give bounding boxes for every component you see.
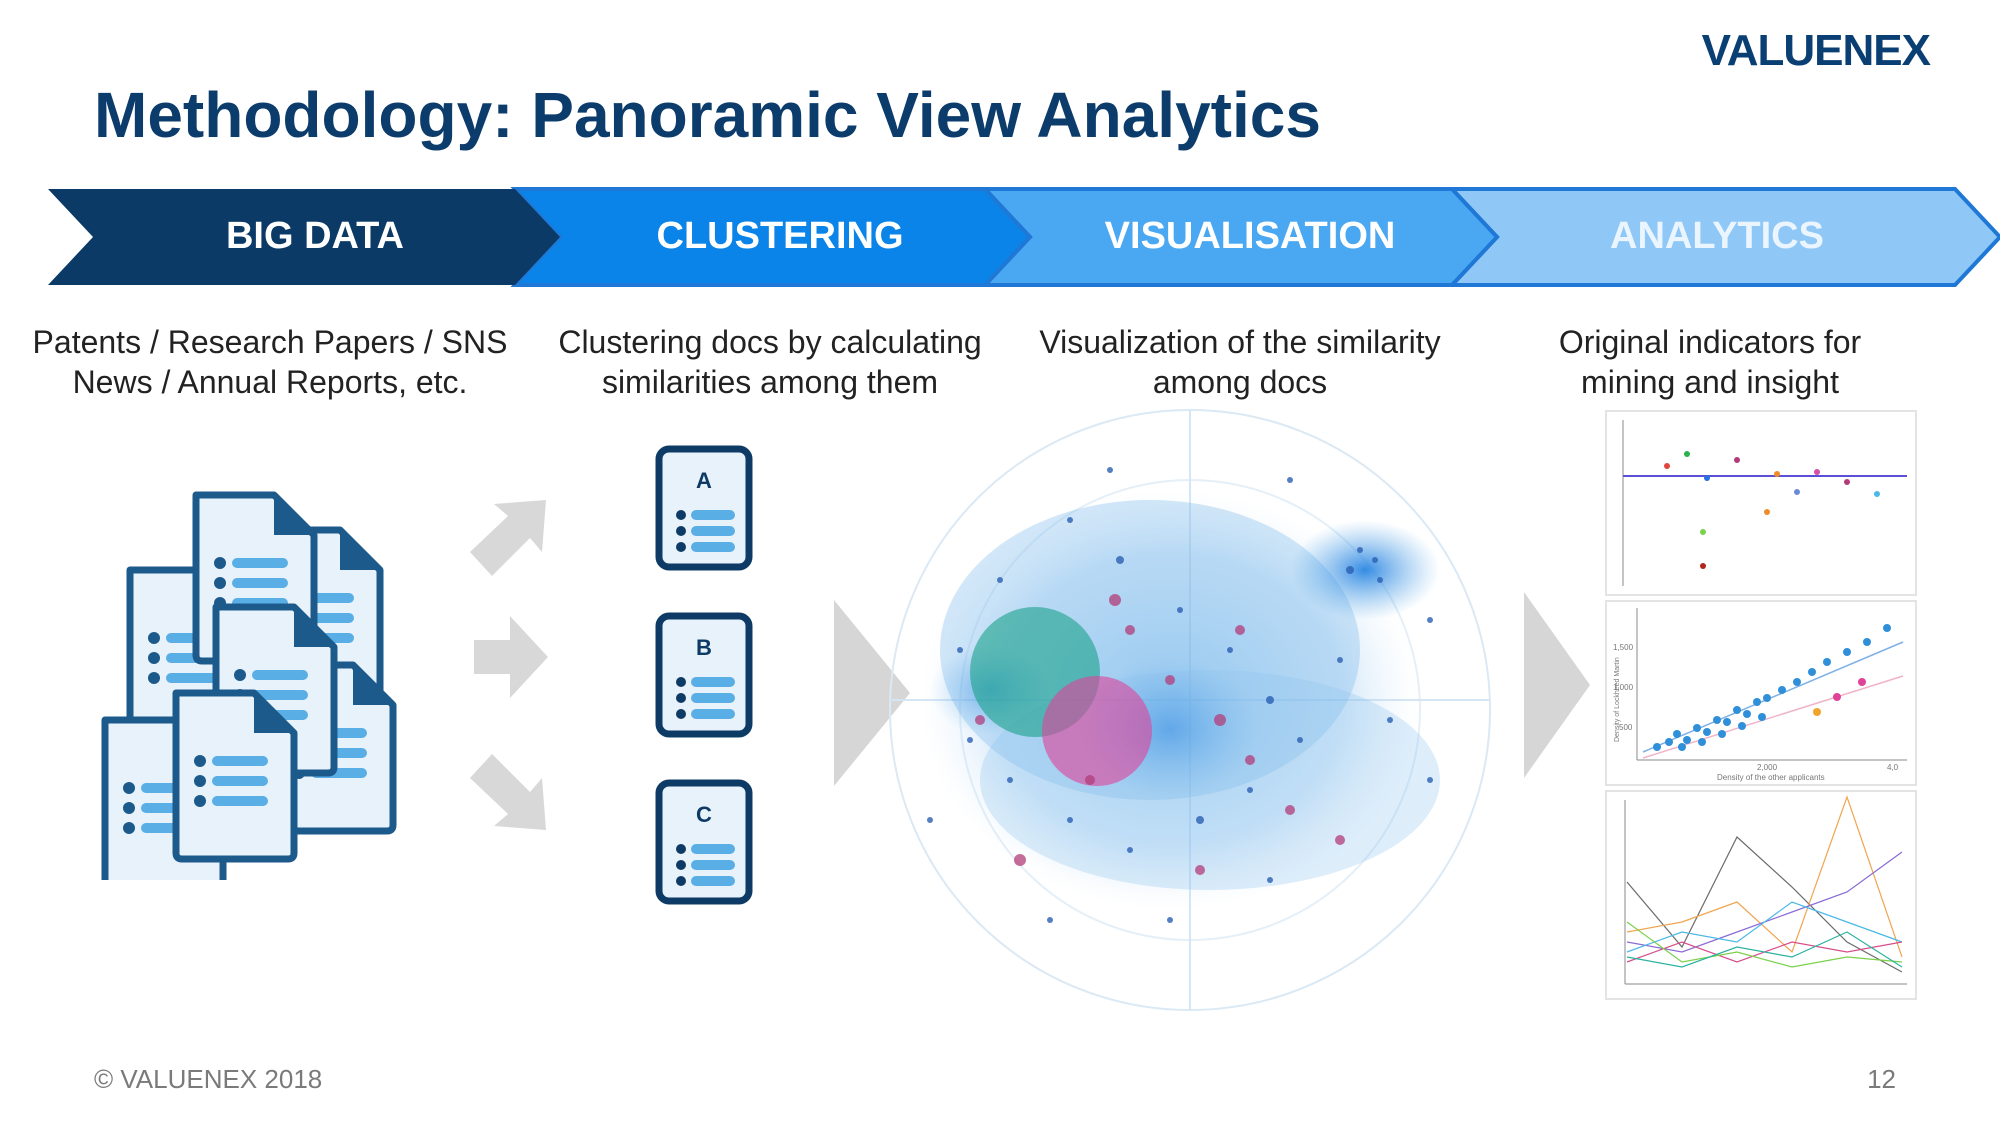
cluster-card-label: B bbox=[696, 635, 712, 660]
chevron-big-data bbox=[48, 189, 560, 285]
arrow-icon bbox=[470, 754, 546, 830]
step-label-clustering: CLUSTERING bbox=[656, 215, 904, 257]
scatter-ytick: 500 bbox=[1619, 723, 1633, 732]
play-triangle-icon bbox=[1524, 592, 1590, 778]
step-label-analytics: ANALYTICS bbox=[1610, 215, 1824, 257]
scatter-ytick: 1,000 bbox=[1613, 683, 1634, 692]
play-triangle-icon bbox=[834, 600, 910, 786]
process-chevron-bar bbox=[48, 187, 2000, 287]
step-description-big-data: Patents / Research Papers / SNS News / A… bbox=[10, 322, 530, 402]
description-line: Original indicators for bbox=[1558, 324, 1862, 360]
step-label-visualisation: VISUALISATION bbox=[1104, 215, 1396, 257]
step-description-clustering: Clustering docs by calculating similarit… bbox=[540, 322, 1000, 402]
step-description-analytics: Original indicators for mining and insig… bbox=[1500, 322, 1920, 402]
copyright-notice: © VALUENEX 2018 bbox=[94, 1064, 323, 1094]
description-line: among docs bbox=[1152, 364, 1328, 400]
cluster-card-label: A bbox=[696, 468, 712, 493]
arrow-icon bbox=[474, 616, 548, 698]
mini-line-chart bbox=[1605, 790, 1917, 1000]
panoramic-similarity-map bbox=[889, 409, 1491, 1011]
description-line: Visualization of the similarity bbox=[1039, 324, 1441, 360]
description-line: similarities among them bbox=[601, 364, 939, 400]
cluster-card-c bbox=[655, 779, 753, 905]
description-line: mining and insight bbox=[1581, 364, 1839, 400]
scatter-ylabel: Density of Lockheed Martin bbox=[1614, 657, 1621, 742]
brand-logo: VALUENEX bbox=[1701, 26, 1931, 75]
page-number: 12 bbox=[1867, 1064, 1896, 1094]
description-line: News / Annual Reports, etc. bbox=[72, 364, 468, 400]
mini-dot-plot bbox=[1605, 410, 1917, 596]
step-label-big-data: BIG DATA bbox=[225, 215, 404, 257]
scatter-xtick: 2,000 bbox=[1757, 763, 1778, 772]
description-line: Clustering docs by calculating bbox=[558, 324, 982, 360]
description-line: Patents / Research Papers / SNS bbox=[32, 324, 508, 360]
scatter-xlabel: Density of the other applicants bbox=[1717, 773, 1825, 782]
cluster-card-a bbox=[655, 445, 753, 571]
arrow-icon bbox=[470, 500, 546, 576]
scatter-xtick: 4,0 bbox=[1887, 763, 1899, 772]
scatter-ytick: 1,500 bbox=[1613, 643, 1634, 652]
cluster-card-label: C bbox=[696, 802, 712, 827]
step-description-visualisation: Visualization of the similarity among do… bbox=[1020, 322, 1460, 402]
page-title: Methodology: Panoramic View Analytics bbox=[94, 79, 1321, 151]
document-stack-icon bbox=[90, 480, 430, 880]
mini-scatter-plot: 1,500 1,000 500 2,000 4,0 Density of the… bbox=[1605, 600, 1917, 786]
cluster-card-b bbox=[655, 612, 753, 738]
